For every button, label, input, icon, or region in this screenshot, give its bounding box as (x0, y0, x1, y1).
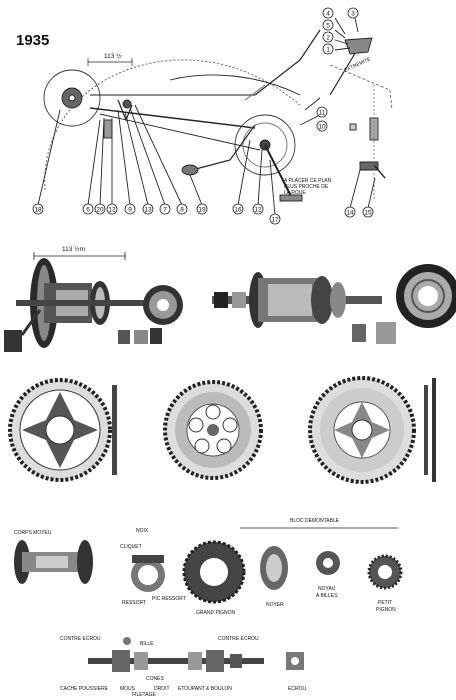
callout-15: 15 (364, 210, 372, 217)
pic-ressort-label: PIC RESSORT (152, 596, 186, 602)
note-line-2: PLUS PROCHE DE (284, 184, 329, 190)
callout-10: 10 (318, 124, 326, 131)
callout-7: 7 (163, 207, 167, 214)
callout-17: 17 (271, 217, 279, 224)
etoupant-label: ETOUPANT & BOULON (178, 686, 232, 692)
cliquet-label: CLIQUET (120, 544, 142, 550)
bille-label: BILLE (140, 641, 154, 647)
callout-9: 9 (128, 207, 132, 214)
callout-1: 1 (326, 47, 330, 54)
cone-c-label: FILETAGE (132, 692, 156, 698)
callout-16: 16 (234, 207, 242, 214)
noyau-label-1: NOYAU (318, 586, 336, 592)
ressort-label: RESSORT (122, 600, 146, 606)
callout-8: 8 (180, 207, 184, 214)
grand-pignon-drawing (182, 540, 246, 604)
chainring-center (163, 380, 263, 480)
note-line-3: LA ROUE (284, 190, 306, 196)
callout-2: 2 (326, 35, 330, 42)
noyau-label-2: A BILLES (316, 593, 338, 599)
year-label: 1935 (16, 32, 49, 49)
callout-18: 18 (34, 207, 42, 214)
noyau-drawing (316, 551, 340, 575)
hubs-dimension-label: 113 ½m (62, 245, 85, 253)
grand-pignon-label: GRAND PIGNON (196, 610, 236, 616)
corps-moyeu-label: CORPS MOYEU (14, 530, 52, 536)
hub-body-drawing (14, 540, 93, 584)
chainring-right (308, 376, 436, 484)
top-dimension-label: 113 ½ (104, 52, 122, 60)
cones-label: CONES (146, 676, 164, 682)
hub-sprocket-small (143, 285, 183, 325)
freewheel-body-drawing (131, 555, 165, 592)
callout-11: 11 (319, 110, 326, 117)
callout-4: 4 (326, 11, 330, 18)
petit-pignon-drawing (367, 554, 403, 590)
callout-14: 14 (346, 210, 354, 217)
contre-ecrou-right-label: CONTRE ECROU (218, 636, 259, 642)
hub-spacers-right (352, 322, 396, 344)
callout-6: 6 (86, 207, 90, 214)
bloc-demontable-label: BLOC DEMONTABLE (290, 518, 340, 524)
petit-pignon-label-1: PETIT (378, 600, 392, 606)
note-line-1: A PLACER CE PLAN (284, 178, 332, 184)
cache-poussiere-label: CACHE POUSSIERE (60, 686, 109, 692)
axle-assembly-drawing (88, 637, 264, 672)
hub-spacers-left (118, 328, 162, 344)
ecrou-label: ECROU (288, 686, 306, 692)
bicycle-drivetrain-drawing (37, 17, 393, 216)
freewheel-large (396, 264, 456, 328)
callout-20: 20 (96, 207, 104, 214)
callout-13: 13 (144, 207, 152, 214)
petit-pignon-label-2: PIGNON (376, 607, 396, 613)
callouts-bottom (32, 203, 374, 225)
noyer-label: NOYER (266, 602, 284, 608)
chainring-left (8, 378, 117, 482)
rear-hub-right (212, 272, 382, 328)
ecrou-drawing (286, 652, 304, 670)
cone-b-label: DROIT (154, 686, 170, 692)
cone-a-label: MOUS (120, 686, 136, 692)
noix-label: NOIX (136, 528, 149, 534)
callout-12a: 12 (108, 207, 116, 214)
callout-12b: 12 (254, 207, 262, 214)
callout-3: 3 (351, 11, 355, 18)
noyer-drawing (260, 546, 288, 590)
callouts-right (316, 7, 359, 132)
callout-5: 5 (326, 23, 330, 30)
contre-ecrou-left-label: CONTRE ECROU (60, 636, 101, 642)
rear-hub-left (4, 252, 144, 352)
callout-19: 19 (198, 207, 206, 214)
